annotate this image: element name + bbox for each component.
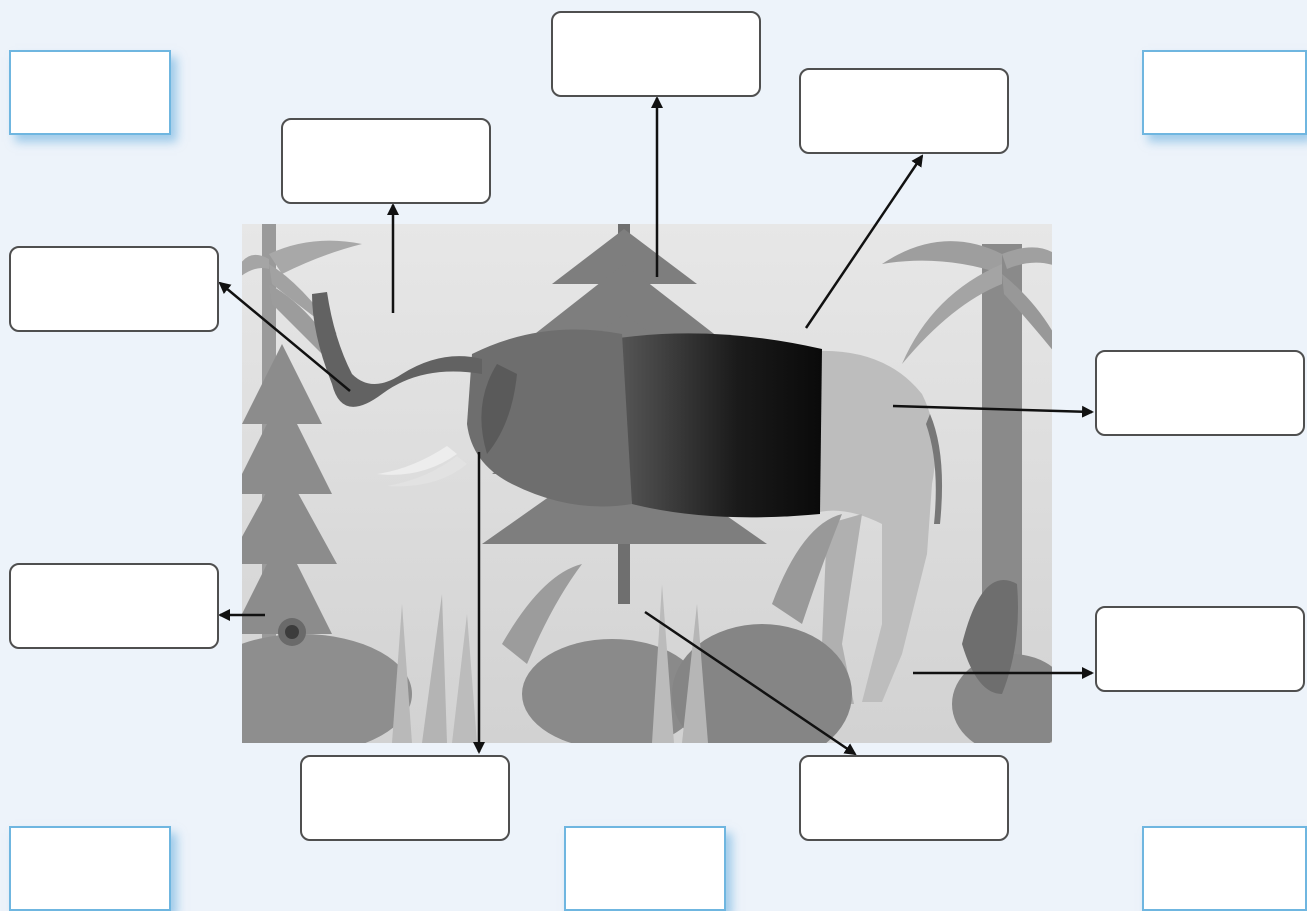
answer-box-bottom-left[interactable] — [9, 826, 171, 911]
label-box-top-right[interactable] — [799, 68, 1009, 154]
label-box-bottom-left[interactable] — [300, 755, 510, 841]
label-box-bottom-right[interactable] — [799, 755, 1009, 841]
label-box-right-leg[interactable] — [1095, 606, 1305, 692]
label-box-right-body[interactable] — [1095, 350, 1305, 436]
label-box-upper-left[interactable] — [281, 118, 491, 204]
answer-box-bottom-right[interactable] — [1142, 826, 1307, 911]
answer-box-bottom-center[interactable] — [564, 826, 726, 911]
label-box-left-trunk[interactable] — [9, 246, 219, 332]
jungle-animal-illustration — [192, 224, 1072, 764]
hybrid-animal — [312, 292, 943, 704]
answer-box-top-left[interactable] — [9, 50, 171, 135]
answer-box-top-right[interactable] — [1142, 50, 1307, 135]
scene-svg — [192, 224, 1072, 764]
label-box-left-flower[interactable] — [9, 563, 219, 649]
label-box-top-center[interactable] — [551, 11, 761, 97]
